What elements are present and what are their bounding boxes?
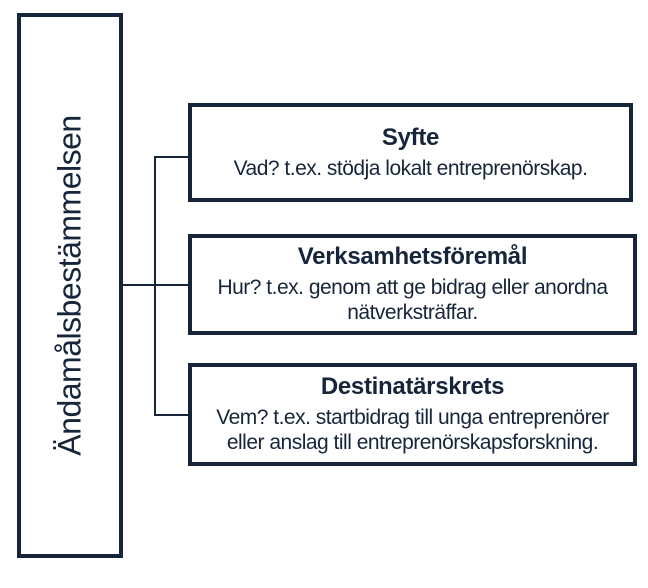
node-syfte-body: Vad? t.ex. stödja lokalt entreprenörskap… <box>233 156 588 180</box>
node-verksamhetsforemal-title: Verksamhetsföremål <box>297 242 528 270</box>
node-destinatarskrets-title: Destinatärskrets <box>320 372 505 400</box>
connector-branch-syfte <box>154 156 188 158</box>
node-syfte-title: Syfte <box>381 123 440 151</box>
root-node: Ändamålsbestämmelsen <box>17 13 123 558</box>
node-verksamhetsforemal: Verksamhetsföremål Hur? t.ex. genom att … <box>188 234 637 335</box>
node-syfte: Syfte Vad? t.ex. stödja lokalt entrepren… <box>188 103 633 202</box>
connector-branch-destinatarskrets <box>154 414 188 416</box>
node-destinatarskrets: Destinatärskrets Vem? t.ex. startbidrag … <box>188 363 637 466</box>
connector-trunk <box>154 156 156 416</box>
node-destinatarskrets-body: Vem? t.ex. startbidrag till unga entrepr… <box>216 405 609 455</box>
root-node-label: Ändamålsbestämmelsen <box>51 115 88 456</box>
node-verksamhetsforemal-body: Hur? t.ex. genom att ge bidrag eller ano… <box>217 275 608 325</box>
